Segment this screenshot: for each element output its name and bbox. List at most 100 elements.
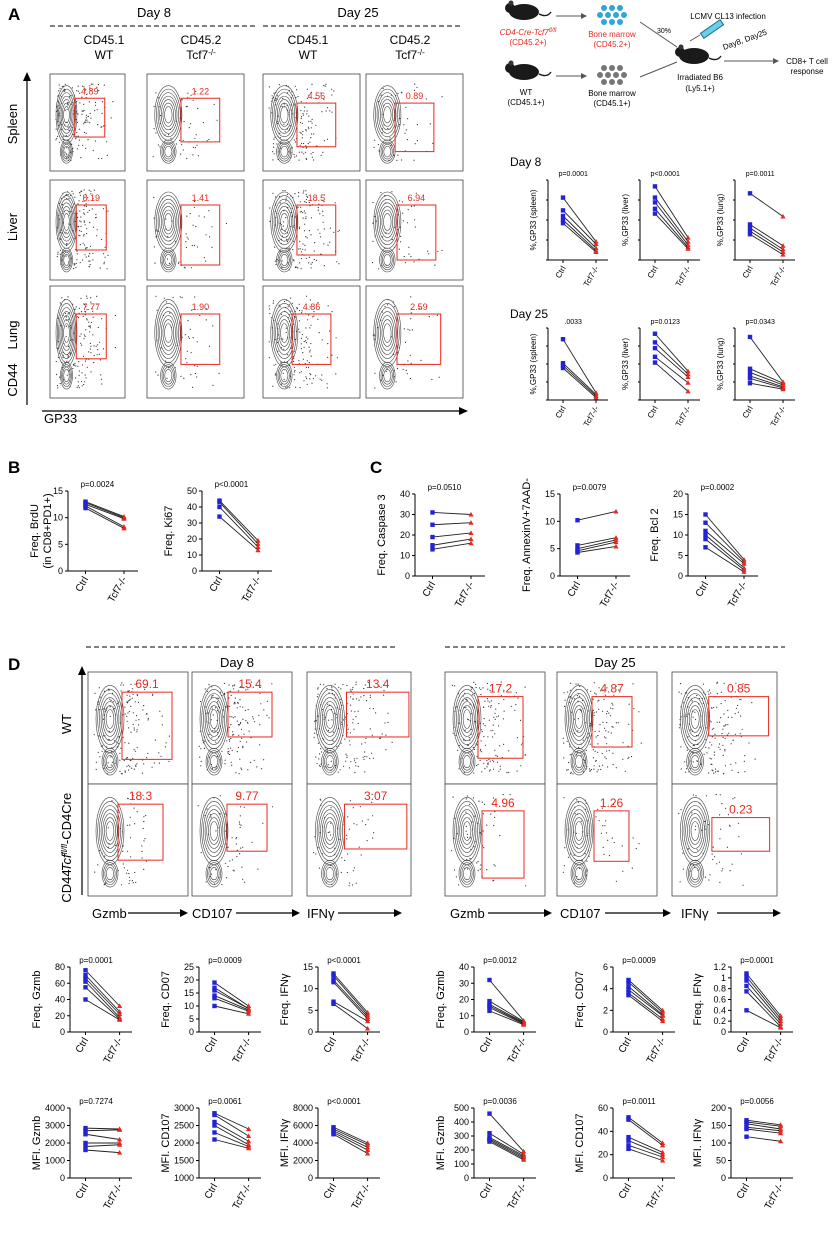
plot-d-d25-fgzmb-ytick-label-3: 30	[459, 978, 469, 988]
plot-c-casp3-ctrl-point-0	[430, 510, 435, 515]
plot-a-d8-spleen-pair-line-3	[562, 219, 597, 251]
plot-d-d8-mcd107-pair-line-3	[214, 1125, 249, 1146]
panel-d-x-arrowhead-1	[180, 909, 188, 917]
flow-a-r1-c3-gate	[296, 102, 337, 148]
plot-a-d8-spleen-ctrl-point-4	[560, 221, 566, 226]
flow-a-r2-c2-gate	[180, 204, 221, 266]
plot-d-d8-mgzmb-cat-ctrl: Ctrl	[74, 1182, 91, 1201]
plot-a-d25-liver-pair-line-2	[654, 347, 689, 378]
flow-d-r2-c1-gate-percent: 18.3	[129, 789, 153, 803]
plot-d-d25-fcd07-pair-line-3	[628, 989, 663, 1017]
plot-d-d8-mgzmb-ko-point-4	[117, 1142, 123, 1147]
plot-a-d8-lung-cat-ko: Tcf7-/-	[769, 264, 788, 288]
flow-a-r3-c3-contours	[270, 299, 299, 390]
flow-a-r3-c3-gate	[291, 313, 332, 365]
plot-b-ki67-ytick-label-0: 0	[192, 566, 197, 576]
flow-a-r1-c3: 4.56	[262, 73, 361, 172]
plot-b-brdu-pair-line-3	[85, 505, 125, 528]
plot-d-d8-fifng-pair-line-0	[333, 973, 368, 1013]
flow-d-r2-c5-contours	[564, 797, 594, 888]
plot-b-ki67-ytick-label-1: 10	[187, 550, 197, 560]
plot-c-annexin-ko-point-3	[613, 539, 619, 545]
plot-d-d8-mifng-cat-ko: Tcf7-/-	[350, 1182, 373, 1212]
plot-a-d25-lung-pair-line-5	[749, 382, 784, 390]
plot-d-d8-fifng-cat-ctrl: Ctrl	[322, 1036, 339, 1055]
plot-d-d25-fifng-ctrl-point-2	[744, 978, 749, 983]
flow-d-r1-c3-contours	[315, 685, 345, 776]
plot-d-d25-mgzmb-ko-point-0	[521, 1148, 527, 1154]
plot-d-d25-mcd107-ko-point-3	[660, 1152, 666, 1157]
flow-a-r2-c2: 1.41	[146, 179, 245, 281]
flow-a-r3-c2-gate	[180, 313, 221, 365]
plot-b-ki67-cat-ctrl: Ctrl	[208, 575, 225, 594]
panel-a-col4-top: CD45.2	[390, 33, 431, 47]
plot-d-d25-mifng-ytick-label-1: 50	[716, 1156, 726, 1166]
flow-d-r2-c1-frame	[87, 783, 189, 897]
plot-a-d8-spleen-cat-ko: Tcf7-/-	[582, 264, 601, 288]
plot-c-annexin-pair-line-4	[577, 546, 617, 553]
plot-d-d8-mifng-cat-ctrl: Ctrl	[322, 1182, 339, 1201]
plot-c-casp3-pair-line-3	[432, 538, 472, 546]
plot-b-ki67-ctrl-point-2	[217, 504, 222, 510]
plot-d-d25-fifng-ytick-label-2: 0.4	[713, 1005, 726, 1015]
plot-b-ki67-ytick-label-2: 20	[187, 534, 197, 544]
flow-d-r1-c2-gate	[227, 691, 273, 738]
plot-b-brdu-ko-point-4	[121, 525, 127, 531]
flow-d-r2-c2-gate	[226, 803, 268, 852]
plot-d-d25-mcd107-ko-point-4	[660, 1154, 666, 1159]
plot-a-d25-liver-ctrl-point-0	[652, 331, 658, 336]
plot-a-d25-lung-ctrl-point-5	[747, 381, 753, 386]
plot-d-d8-fifng-ytick-label-2: 10	[303, 984, 313, 994]
plot-d-d25-fgzmb-pair-line-1	[489, 1000, 524, 1022]
plot-a-d8-lung-pair-line-1	[749, 224, 784, 247]
flow-a-r2-c3-gate	[296, 204, 337, 256]
flow-a-r3-c1-gate-percent: 7.77	[82, 302, 100, 312]
plot-d-d25-fgzmb-ctrl-point-1	[487, 998, 492, 1004]
flow-d-r2-c6: 0.23	[671, 783, 778, 897]
plot-d-d25-mcd107-ctrl-point-5	[626, 1146, 631, 1152]
plot-d-d25-fifng-ctrl-point-0	[744, 971, 749, 976]
plot-d-d25-fgzmb-cat-ctrl: Ctrl	[478, 1036, 495, 1055]
flow-d-r2-c2: 9.77	[191, 783, 293, 897]
plot-d-d25-fcd07-cat-ctrl: Ctrl	[617, 1036, 634, 1055]
plot-a-d25-liver-ctrl-point-1	[652, 340, 658, 345]
plot-a-d25-liver-ko-point-2	[685, 374, 691, 379]
plot-c-casp3-ctrl-point-2	[430, 534, 435, 540]
plot-c-casp3-cat-ctrl: Ctrl	[421, 580, 438, 599]
flow-d-r2-c2-contours	[199, 797, 229, 888]
flow-d-r2-c2-frame	[191, 783, 293, 897]
panel-d-row-ko: Tcffl/fl-CD4Cre	[59, 793, 74, 871]
plot-d-d25-fcd07-ctrl-point-2	[626, 984, 631, 989]
plot-d-d25-fgzmb-pair-line-4	[489, 1007, 524, 1025]
plot-c-bcl2-cat-ko: Tcf7-/-	[726, 580, 749, 610]
plot-d-d8-fifng-pair-line-5	[333, 1003, 368, 1029]
plot-b-brdu-ctrl-point-4	[83, 505, 88, 511]
plot-d-d8-fgzmb-ko-point-2	[117, 1011, 123, 1017]
flow-a-r3-c2-events	[155, 295, 220, 388]
schematic-donor-wt: WT	[520, 88, 533, 97]
plot-d-d8-mgzmb-ytick-label-3: 3000	[45, 1121, 65, 1131]
plot-b-brdu-ylabel-2: (in CD8+PD1+)	[42, 493, 54, 568]
plot-d-d8-mgzmb-ko-point-1	[117, 1127, 123, 1132]
plot-a-d25-lung-pair-line-3	[749, 375, 784, 388]
panel-a-col1-bottom: WT	[95, 48, 114, 62]
plot-a-d8-liver-pair-line-4	[654, 213, 689, 250]
plot-a-d8-lung-ylabel: %,GP33 (lung)	[716, 193, 725, 246]
flow-d-r2-c5-gate	[593, 810, 630, 862]
plot-b-brdu-pair-line-2	[85, 503, 125, 520]
plot-d-d25-fcd07-pair-line-4	[628, 992, 663, 1020]
flow-a-r3-c4-frame	[365, 285, 464, 399]
plot-a-d8-spleen-pair-line-4	[562, 222, 597, 253]
flow-a-r2-c1-frame	[49, 179, 126, 281]
plot-d-d25-mgzmb-ylabel: MFI. Gzmb	[435, 1116, 447, 1170]
plot-d-d25-mgzmb-pair-line-0	[489, 1113, 524, 1152]
plot-a-d25-liver-ko-point-3	[685, 380, 691, 385]
plot-c-annexin-ko-point-0	[613, 508, 619, 514]
plot-d-d8-fcd07-ko-point-5	[246, 1011, 252, 1016]
plot-a-d8-liver-ylabel: %,GP33 (liver)	[621, 194, 630, 246]
flow-a-r1-c1-gate-percent: 4.89	[81, 86, 99, 96]
plot-c-annexin-cat-ctrl: Ctrl	[566, 580, 583, 599]
plot-c-bcl2-ctrl-point-2	[703, 528, 708, 534]
